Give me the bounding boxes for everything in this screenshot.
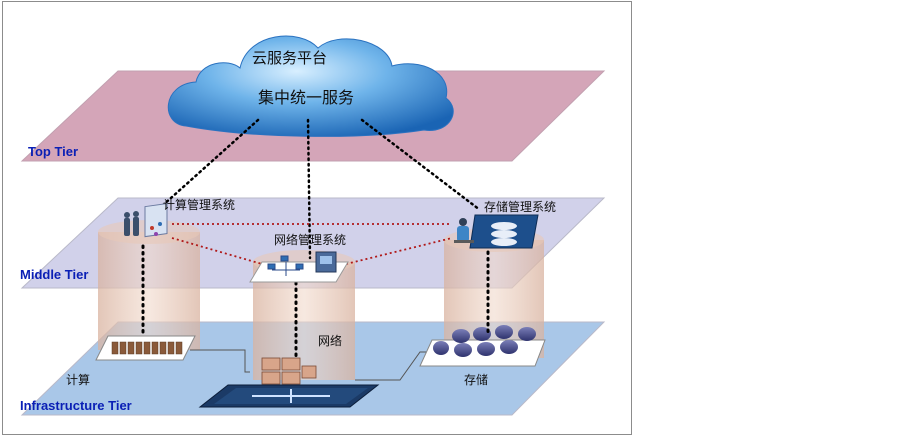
cloud-title: 云服务平台: [252, 49, 327, 67]
compute-resource-label: 计算: [66, 372, 90, 387]
storage-management-icon: [454, 214, 539, 249]
management-interconnects: [171, 223, 453, 265]
middle-tier-label: Middle Tier: [20, 267, 88, 282]
cloud-management-links: [160, 118, 482, 260]
network-management-label: 网络管理系统: [274, 232, 346, 247]
infrastructure-tier-label: Infrastructure Tier: [20, 398, 132, 413]
compute-cylinder: [98, 220, 200, 350]
compute-management-label: 计算管理系统: [163, 197, 235, 212]
network-switch-icon: [198, 357, 380, 408]
compute-management-icon: [124, 202, 168, 238]
cloud-subtitle: 集中统一服务: [258, 88, 354, 107]
cloud-platform-icon: [167, 35, 454, 137]
storage-management-label: 存储管理系统: [484, 199, 556, 214]
compute-rack-icon: [95, 335, 196, 361]
storage-resource-label: 存储: [464, 372, 488, 387]
management-infrastructure-links: [141, 244, 490, 362]
network-management-icon: [249, 251, 349, 283]
top-tier-label: Top Tier: [28, 144, 78, 159]
network-resource-label: 网络: [318, 333, 342, 348]
